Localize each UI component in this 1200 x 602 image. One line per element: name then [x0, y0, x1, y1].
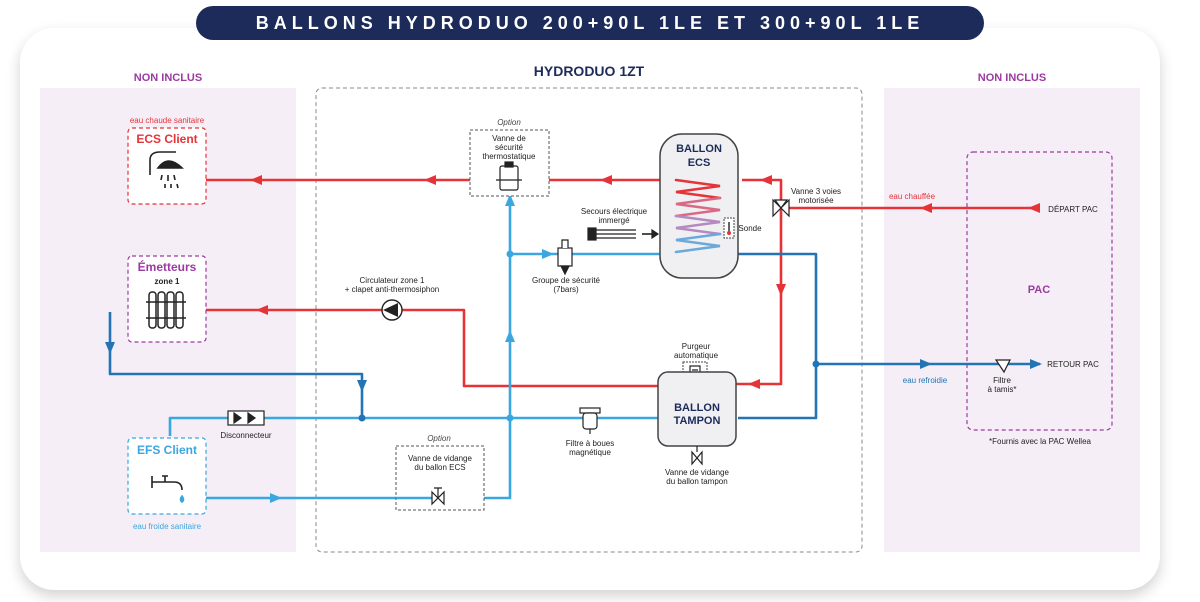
ballon-tampon-line: TAMPON	[674, 415, 721, 427]
drain-valve-tampon-icon	[691, 446, 703, 466]
section-center-heading: HYDRODUO 1ZT	[534, 63, 645, 79]
purgeur-line: Purgeur	[682, 342, 711, 351]
flow-arrows	[105, 175, 1042, 503]
emetteurs-zone: zone 1	[155, 277, 180, 286]
option1-text: Vanne de sécurité thermostatique	[483, 134, 536, 161]
secours-line: immergé	[598, 216, 630, 225]
option1-line: thermostatique	[483, 152, 536, 161]
faucet-icon	[151, 475, 185, 503]
safety-group-icon	[557, 239, 573, 276]
filtre-boues-line: magnétique	[569, 448, 611, 457]
section-right-heading: NON INCLUS	[978, 72, 1046, 84]
strainer-filter-icon	[994, 359, 1011, 374]
pipe-valve-to-tampon	[735, 208, 783, 386]
purgeur-line: automatique	[674, 351, 719, 360]
vanne3-line: motorisée	[798, 196, 834, 205]
filtre-tamis-line: Filtre	[993, 376, 1011, 385]
filtre-boues-line: Filtre à boues	[566, 439, 614, 448]
pac-frame	[966, 151, 1113, 431]
option1-line: Vanne de	[492, 134, 526, 143]
pac-label: PAC	[1028, 284, 1050, 296]
heating-coil	[674, 178, 722, 254]
emetteurs-title: Émetteurs	[138, 259, 197, 274]
secours-line: Secours électrique	[581, 207, 648, 216]
groupe-line: Groupe de sécurité	[532, 276, 601, 285]
section-left-heading: NON INCLUS	[134, 72, 202, 84]
efs-client-title: EFS Client	[137, 443, 197, 457]
eau-chauffee-label: eau chauffée	[889, 192, 936, 201]
vidange-tampon-line: du ballon tampon	[666, 477, 727, 486]
thermometer-icon	[727, 222, 731, 235]
depart-pac-label: DÉPART PAC	[1048, 205, 1098, 214]
drain-valve-ecs-icon	[431, 487, 445, 506]
junction-dots	[358, 250, 820, 422]
sonde-label: Sonde	[738, 224, 762, 233]
ballon-tampon-line: BALLON	[674, 402, 720, 414]
circulateur-line: Circulateur zone 1	[360, 276, 425, 285]
ecs-client-title: ECS Client	[136, 132, 197, 146]
pipe-tank-return	[738, 252, 818, 420]
three-way-valve-icon	[772, 198, 790, 218]
option2-line: du ballon ECS	[414, 463, 465, 472]
vanne3-line: Vanne 3 voies	[791, 187, 841, 196]
right-panel	[884, 88, 1140, 552]
ballon-ecs-line: ECS	[688, 157, 711, 169]
pipe-emitters-supply	[206, 308, 660, 388]
option2-line: Vanne de vidange	[408, 454, 472, 463]
vidange-tampon-line: Vanne de vidange	[665, 468, 729, 477]
radiator-icon	[146, 291, 186, 329]
filtre-tamis-line: à tamis*	[988, 385, 1017, 394]
efs-caption: eau froide sanitaire	[133, 522, 202, 531]
disconnecteur-icon	[227, 410, 265, 426]
groupe-line: (7bars)	[553, 285, 579, 294]
ecs-caption: eau chaude sanitaire	[130, 116, 205, 125]
option2-label: Option	[427, 434, 451, 443]
magnetic-filter-icon	[579, 407, 601, 434]
thermostatic-valve-icon	[496, 161, 522, 191]
shower-icon	[149, 151, 184, 189]
disconnecteur-label: Disconnecteur	[220, 431, 271, 440]
eau-refroidie-label: eau refroidie	[903, 376, 948, 385]
circulateur-line: + clapet anti-thermosiphon	[345, 285, 440, 294]
ballon-ecs-line: BALLON	[676, 143, 722, 155]
banner-title: BALLONS HYDRODUO 200+90L 1LE ET 300+90L …	[196, 6, 984, 40]
immersion-heater-icon	[587, 227, 660, 241]
circulator-pump-icon	[381, 299, 403, 321]
option1-label: Option	[497, 118, 521, 127]
pipe-cold-riser	[185, 188, 512, 500]
footnote: *Fournis avec la PAC Wellea	[989, 437, 1092, 446]
option1-line: sécurité	[495, 143, 524, 152]
retour-pac-label: RETOUR PAC	[1047, 360, 1099, 369]
hydroduo-frame	[315, 87, 863, 553]
